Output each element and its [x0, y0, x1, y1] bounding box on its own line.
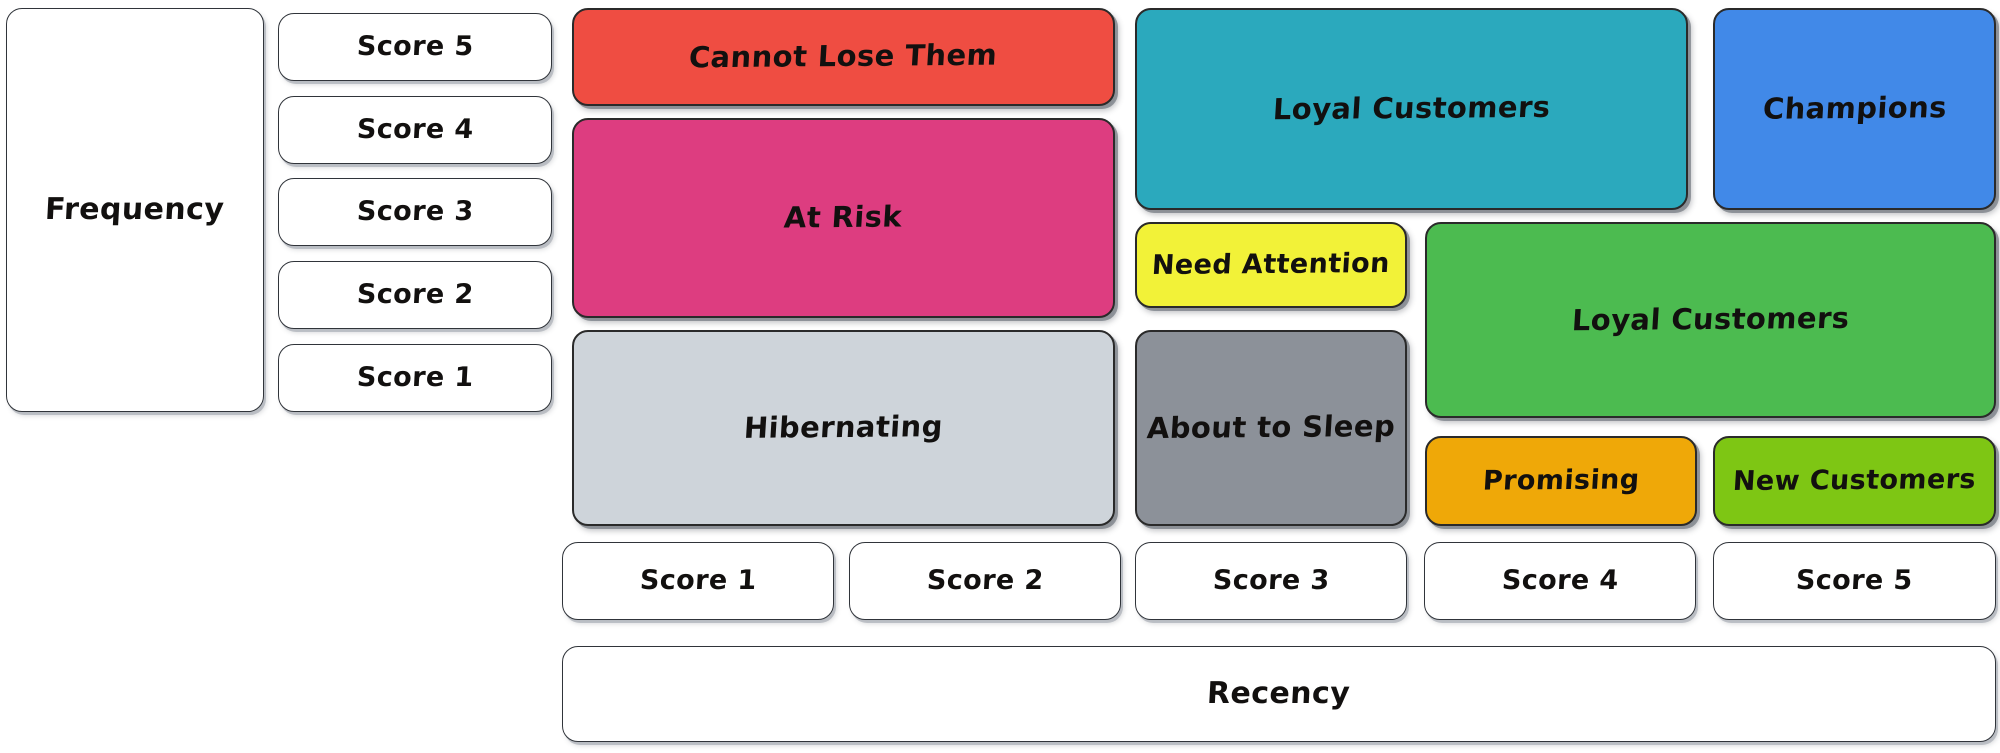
segment-label-hibernating: Hibernating	[743, 409, 945, 446]
frequency-axis-label-text: Frequency	[44, 191, 226, 227]
segment-champions[interactable]: Champions	[1713, 8, 1996, 210]
segment-label-loyal-customers-green: Loyal Customers	[1570, 301, 1851, 338]
recency-score-label-4: Score 4	[1500, 565, 1620, 597]
frequency-score-cell-3[interactable]: Score 3	[278, 178, 552, 246]
segment-loyal-customers-green[interactable]: Loyal Customers	[1425, 222, 1996, 418]
segment-label-need-attention: Need Attention	[1151, 248, 1391, 282]
frequency-score-cell-1[interactable]: Score 1	[278, 344, 552, 412]
segment-label-cannot-lose-them: Cannot Lose Them	[688, 37, 999, 75]
frequency-score-label-2: Score 2	[355, 279, 475, 311]
recency-score-label-2: Score 2	[925, 565, 1045, 597]
frequency-score-cell-2[interactable]: Score 2	[278, 261, 552, 329]
recency-score-cell-5[interactable]: Score 5	[1713, 542, 1996, 620]
recency-score-cell-2[interactable]: Score 2	[849, 542, 1121, 620]
segment-label-new-customers: New Customers	[1732, 464, 1977, 498]
recency-score-cell-1[interactable]: Score 1	[562, 542, 834, 620]
segment-hibernating[interactable]: Hibernating	[572, 330, 1115, 526]
recency-axis-label: Recency	[562, 646, 1996, 742]
segment-loyal-customers-teal[interactable]: Loyal Customers	[1135, 8, 1688, 210]
recency-axis-label-text: Recency	[1206, 675, 1352, 711]
segment-label-about-to-sleep: About to Sleep	[1145, 409, 1397, 446]
segment-cannot-lose-them[interactable]: Cannot Lose Them	[572, 8, 1115, 106]
segment-new-customers[interactable]: New Customers	[1713, 436, 1996, 526]
segment-label-promising: Promising	[1481, 464, 1641, 498]
segment-label-loyal-customers-teal: Loyal Customers	[1271, 90, 1552, 127]
segment-at-risk[interactable]: At Risk	[572, 118, 1115, 318]
frequency-score-label-5: Score 5	[355, 31, 475, 63]
frequency-score-label-1: Score 1	[355, 362, 475, 394]
frequency-score-label-3: Score 3	[355, 196, 475, 228]
frequency-axis-label: Frequency	[6, 8, 264, 412]
frequency-score-cell-4[interactable]: Score 4	[278, 96, 552, 164]
frequency-score-cell-5[interactable]: Score 5	[278, 13, 552, 81]
recency-score-label-5: Score 5	[1795, 565, 1914, 597]
recency-score-cell-3[interactable]: Score 3	[1135, 542, 1407, 620]
frequency-score-label-4: Score 4	[355, 114, 475, 146]
segment-label-champions: Champions	[1761, 90, 1948, 127]
segment-need-attention[interactable]: Need Attention	[1135, 222, 1407, 308]
recency-score-label-1: Score 1	[638, 565, 758, 597]
segment-promising[interactable]: Promising	[1425, 436, 1697, 526]
segment-about-to-sleep[interactable]: About to Sleep	[1135, 330, 1407, 526]
recency-score-cell-4[interactable]: Score 4	[1424, 542, 1696, 620]
recency-score-label-3: Score 3	[1211, 565, 1331, 597]
segment-label-at-risk: At Risk	[783, 199, 904, 235]
